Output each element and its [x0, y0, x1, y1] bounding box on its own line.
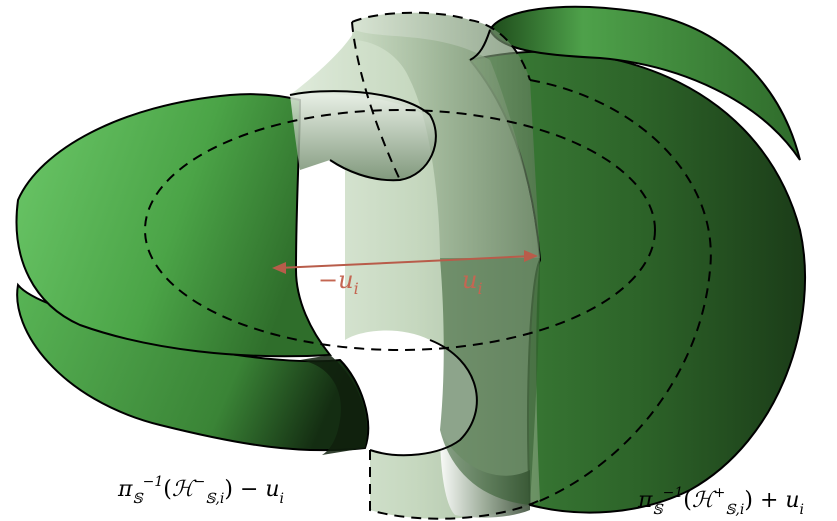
left-upper-shell	[15, 93, 332, 358]
central-pillar	[352, 12, 540, 259]
caption-right: π𝕊−1(ℋ+𝕊,i) + ui	[637, 485, 804, 518]
vector-arrows	[272, 250, 538, 274]
right-inner-fold	[440, 258, 540, 505]
dashed-right-edge	[529, 79, 712, 506]
dashed-ellipse-main	[144, 109, 656, 351]
upper-curl	[290, 91, 436, 181]
right-top-curl	[488, 5, 801, 161]
right-shell-inner-edge	[469, 29, 491, 61]
caption-left: π𝕊−1(ℋ−𝕊,i) − ui	[117, 474, 284, 507]
upper-curl-outline	[289, 90, 437, 182]
label-u: ui	[462, 266, 483, 298]
dashed-bottom-edge	[369, 450, 541, 520]
lower-curl-outline	[369, 339, 478, 457]
label-minus-u: −ui	[318, 266, 359, 298]
left-fold	[300, 355, 367, 455]
dashed-pillar-edge	[351, 11, 531, 81]
